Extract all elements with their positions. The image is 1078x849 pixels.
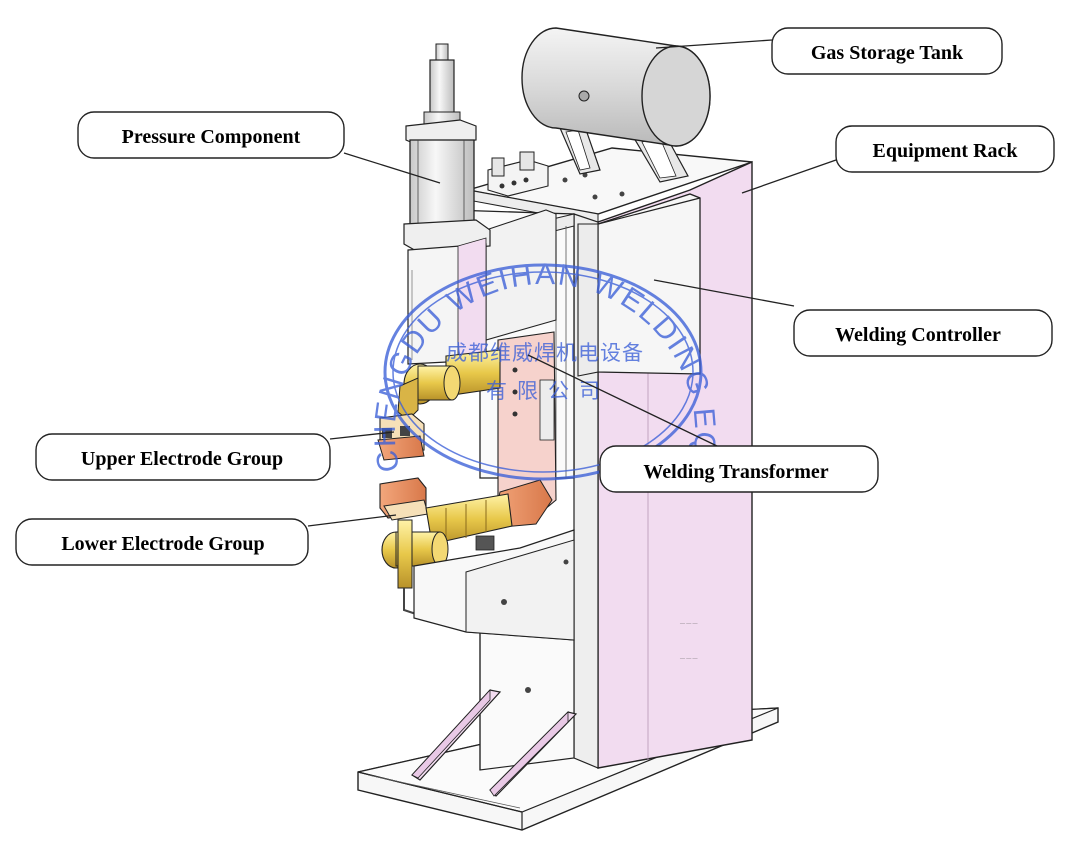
callout-lower-electrode-group: Lower Electrode Group: [15, 518, 309, 566]
label-pressure-component: Pressure Component: [122, 126, 301, 148]
welding-transformer: [491, 331, 557, 529]
label-welding-controller: Welding Controller: [835, 324, 1001, 346]
leader-welding-transformer: [527, 354, 718, 447]
watermark-inner-line1: 成都维威焊机电设备: [446, 341, 644, 365]
callout-upper-electrode-group: Upper Electrode Group: [35, 433, 331, 481]
label-upper-electrode-group: Upper Electrode Group: [81, 448, 283, 470]
leader-gas-storage-tank: [655, 39, 773, 49]
leader-welding-controller: [653, 279, 795, 307]
callout-equipment-rack: Equipment Rack: [835, 125, 1055, 173]
callout-welding-controller: Welding Controller: [793, 309, 1053, 357]
leader-lines: [307, 39, 837, 527]
callout-gas-storage-tank: Gas Storage Tank: [771, 27, 1003, 75]
svg-text:— — —: — — —: [679, 622, 699, 627]
label-gas-storage-tank: Gas Storage Tank: [811, 42, 964, 64]
leader-pressure-component: [343, 152, 441, 184]
leader-equipment-rack: [741, 159, 837, 194]
gas-storage-tank: [521, 27, 711, 183]
callout-welding-transformer: Welding Transformer: [599, 445, 879, 493]
svg-text:— — —: — — —: [679, 657, 699, 662]
lower-electrode-group: [379, 477, 575, 641]
label-welding-transformer: Welding Transformer: [643, 461, 828, 483]
leader-lower-electrode-group: [307, 514, 397, 527]
label-equipment-rack: Equipment Rack: [872, 140, 1018, 162]
leader-upper-electrode-group: [329, 431, 395, 440]
watermark-inner-line2: 有限公司: [486, 379, 610, 403]
equipment-rack: — — — — — —: [411, 147, 753, 797]
callout-pressure-component: Pressure Component: [77, 111, 345, 159]
label-lower-electrode-group: Lower Electrode Group: [61, 533, 264, 555]
valve-block: [487, 151, 549, 197]
welding-controller: [577, 193, 701, 377]
